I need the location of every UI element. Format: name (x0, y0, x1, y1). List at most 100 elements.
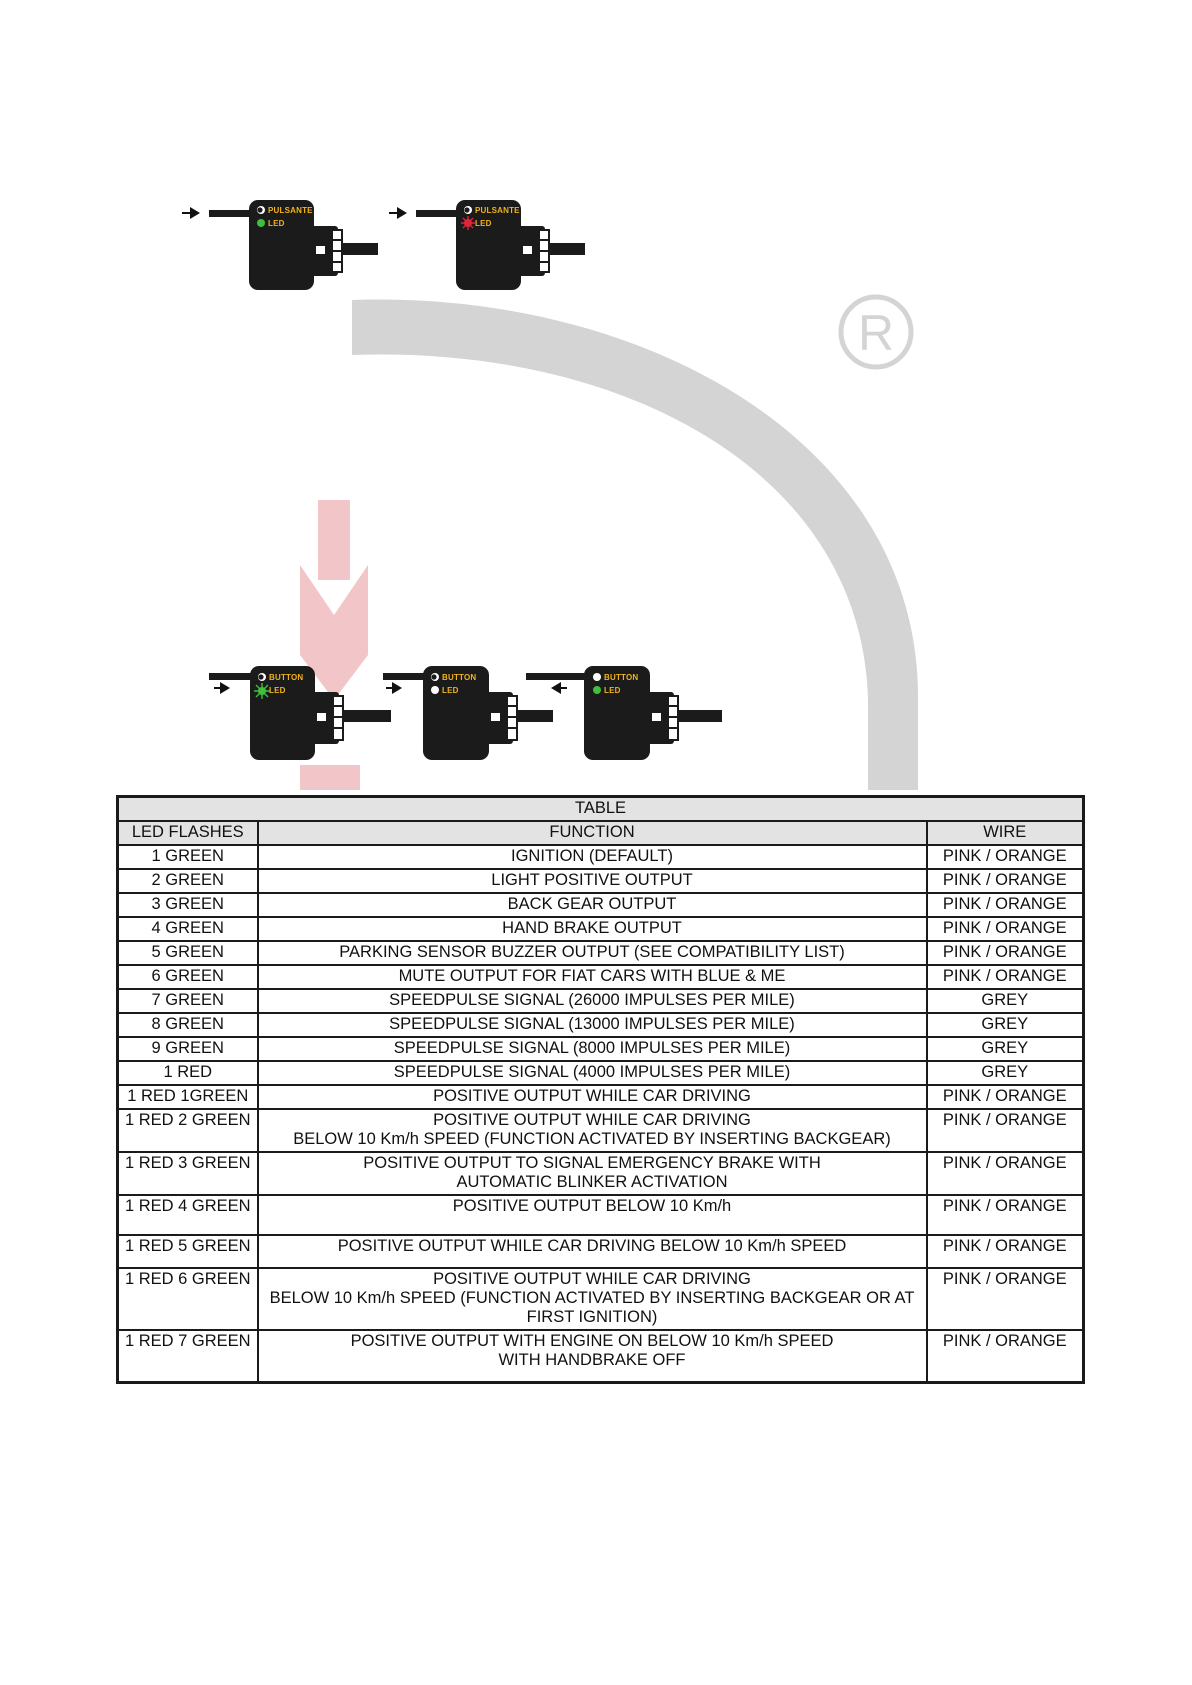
cell-function: PARKING SENSOR BUZZER OUTPUT (SEE COMPAT… (256, 940, 928, 966)
button-label: PULSANTE (268, 206, 313, 215)
function-line: SPEEDPULSE SIGNAL (8000 IMPULSES PER MIL… (393, 1039, 791, 1057)
cell-led-flashes: 2 GREEN (116, 868, 259, 894)
watermark-arc (352, 299, 919, 790)
cell-wire: PINK / ORANGE (925, 1194, 1085, 1236)
cell-wire: GREY (925, 988, 1085, 1014)
cell-wire: PINK / ORANGE (925, 964, 1085, 990)
cell-led-flashes: 4 GREEN (116, 916, 259, 942)
cell-function: SPEEDPULSE SIGNAL (13000 IMPULSES PER MI… (256, 1012, 928, 1038)
cell-wire: PINK / ORANGE (925, 844, 1085, 870)
button-icon (464, 206, 472, 214)
function-line: POSITIVE OUTPUT WHILE CAR DRIVING (433, 1087, 751, 1105)
table-row: 2 GREEN LIGHT POSITIVE OUTPUT PINK / ORANG… (116, 868, 1085, 894)
cell-led-flashes: 1 RED 3 GREEN (116, 1151, 259, 1196)
led-label: LED (604, 686, 621, 695)
cell-function: SPEEDPULSE SIGNAL (26000 IMPULSES PER MI… (256, 988, 928, 1014)
device-body (456, 200, 521, 290)
arrow-in-icon (182, 207, 249, 219)
led-white-icon (431, 686, 439, 694)
function-line: BACK GEAR OUTPUT (507, 895, 677, 913)
function-line: HAND BRAKE OUTPUT (502, 919, 682, 937)
function-line: POSITIVE OUTPUT WHILE CAR DRIVING (433, 1270, 751, 1288)
cell-wire: PINK / ORANGE (925, 1084, 1085, 1110)
button-icon (431, 673, 439, 681)
function-line: BELOW 10 Km/h SPEED (FUNCTION ACTIVATED … (269, 1289, 915, 1307)
arrow-in-icon (209, 673, 261, 694)
cell-led-flashes: 6 GREEN (116, 964, 259, 990)
function-line: LIGHT POSITIVE OUTPUT (491, 871, 693, 889)
cell-function: HAND BRAKE OUTPUT (256, 916, 928, 942)
watermark-arrow (300, 500, 368, 790)
cell-function: IGNITION (DEFAULT) (256, 844, 928, 870)
button-icon (593, 673, 601, 681)
connector-icon (517, 226, 585, 276)
cell-led-flashes: 3 GREEN (116, 892, 259, 918)
button-label: BUTTON (269, 673, 304, 682)
led-red-flash-icon (461, 216, 475, 230)
table-header-row: LED FLASHES FUNCTION WIRE (116, 820, 1085, 846)
cell-wire: PINK / ORANGE (925, 940, 1085, 966)
cell-function: SPEEDPULSE SIGNAL (4000 IMPULSES PER MIL… (256, 1060, 928, 1086)
connector-icon (310, 226, 378, 276)
cell-function: POSITIVE OUTPUT WHILE CAR DRIVING BELOW … (256, 1234, 928, 1269)
led-label: LED (442, 686, 459, 695)
device-top-2: PULSANTE LED (387, 198, 587, 294)
watermark-logo: R (300, 294, 919, 790)
cell-led-flashes: 1 RED (116, 1060, 259, 1086)
function-line: IGNITION (DEFAULT) (511, 847, 673, 865)
cell-function: POSITIVE OUTPUT WITH ENGINE ON BELOW 10 … (256, 1329, 928, 1383)
cell-led-flashes: 1 RED 2 GREEN (116, 1108, 259, 1153)
cell-led-flashes: 1 RED 5 GREEN (116, 1234, 259, 1269)
cell-led-flashes: 9 GREEN (116, 1036, 259, 1062)
cell-wire: GREY (925, 1036, 1085, 1062)
cell-wire: PINK / ORANGE (925, 868, 1085, 894)
cell-led-flashes: 1 RED 4 GREEN (116, 1194, 259, 1236)
cell-wire: GREY (925, 1012, 1085, 1038)
table-row: 1 RED 7 GREEN POSITIVE OUTPUT WITH ENGINE… (116, 1329, 1085, 1383)
connector-icon (311, 692, 391, 744)
function-line: SPEEDPULSE SIGNAL (26000 IMPULSES PER MI… (389, 991, 795, 1009)
cell-led-flashes: 1 RED 7 GREEN (116, 1329, 259, 1383)
led-green-icon (593, 686, 601, 694)
led-label: LED (268, 219, 285, 228)
registered-mark-icon: R (838, 294, 914, 370)
svg-text:R: R (858, 305, 894, 361)
function-line: POSITIVE OUTPUT TO SIGNAL EMERGENCY BRAK… (363, 1154, 821, 1172)
function-line: POSITIVE OUTPUT WHILE CAR DRIVING (433, 1111, 751, 1129)
cell-led-flashes: 5 GREEN (116, 940, 259, 966)
device-bottom-1: BUTTON LED (206, 664, 391, 764)
cell-function: SPEEDPULSE SIGNAL (8000 IMPULSES PER MIL… (256, 1036, 928, 1062)
cell-function: POSITIVE OUTPUT WHILE CAR DRIVING (256, 1084, 928, 1110)
table-row: 1 RED 2 GREEN POSITIVE OUTPUT WHILE CAR D… (116, 1108, 1085, 1153)
button-label: PULSANTE (475, 206, 520, 215)
cell-led-flashes: 1 RED 1GREEN (116, 1084, 259, 1110)
cell-function: MUTE OUTPUT FOR FIAT CARS WITH BLUE & ME (256, 964, 928, 990)
function-line: BELOW 10 Km/h SPEED (FUNCTION ACTIVATED … (293, 1130, 891, 1148)
device-bottom-2: BUTTON LED (380, 664, 555, 764)
cell-wire: PINK / ORANGE (925, 1108, 1085, 1153)
cell-wire: PINK / ORANGE (925, 916, 1085, 942)
function-line: POSITIVE OUTPUT WITH ENGINE ON BELOW 10 … (350, 1332, 834, 1350)
cell-function: POSITIVE OUTPUT TO SIGNAL EMERGENCY BRAK… (256, 1151, 928, 1196)
device-body (584, 666, 650, 760)
table-title-row: TABLE (116, 795, 1085, 822)
arrow-out-icon (526, 673, 588, 694)
led-green-icon (257, 219, 265, 227)
button-label: BUTTON (442, 673, 477, 682)
cell-function: BACK GEAR OUTPUT (256, 892, 928, 918)
function-line: FIRST IGNITION) (526, 1308, 658, 1326)
connector-icon (485, 692, 553, 744)
cell-wire: PINK / ORANGE (925, 1267, 1085, 1331)
cell-wire: GREY (925, 1060, 1085, 1086)
arrow-in-icon (383, 673, 429, 694)
cell-wire: PINK / ORANGE (925, 1151, 1085, 1196)
function-line: SPEEDPULSE SIGNAL (13000 IMPULSES PER MI… (389, 1015, 795, 1033)
cell-function: POSITIVE OUTPUT BELOW 10 Km/h (256, 1194, 928, 1236)
